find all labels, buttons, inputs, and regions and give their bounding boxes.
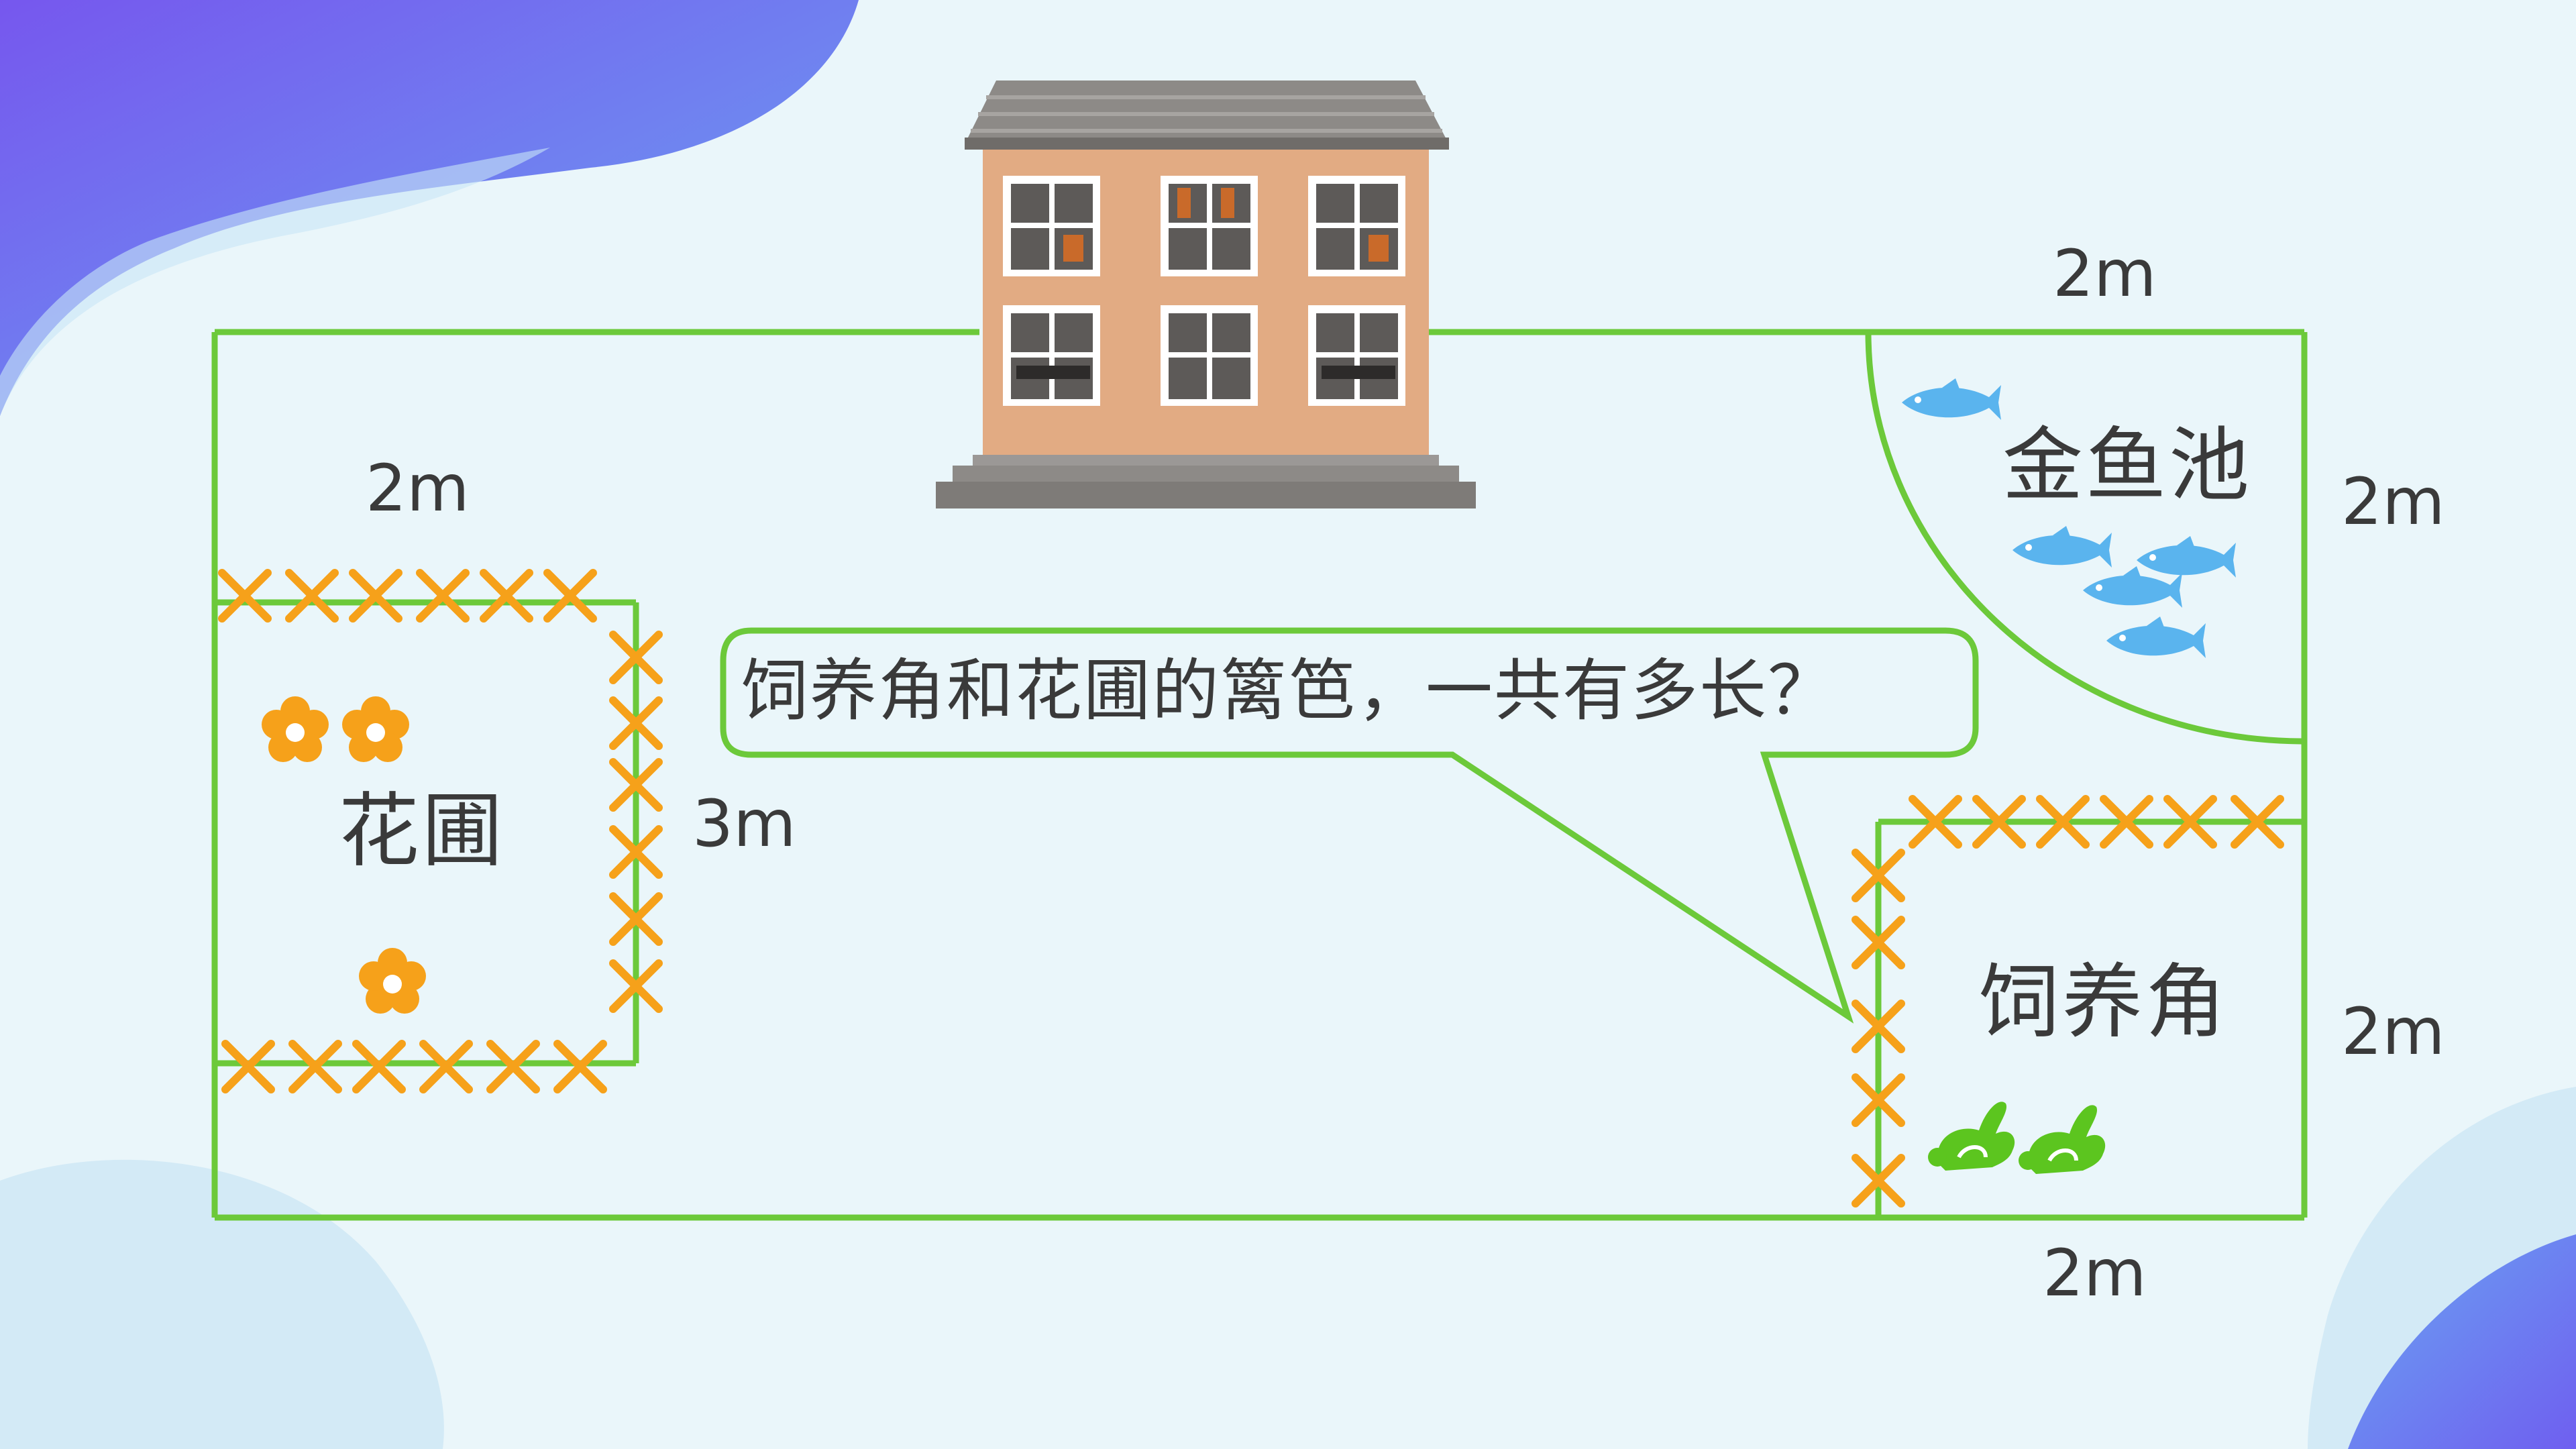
fish-icon [2137,536,2236,578]
corner-blob-top-left-light [0,148,550,416]
zone-label-pond: 金鱼池 [2002,419,2252,513]
dim-garden-height: 3m [692,786,796,861]
fence-cross-icon [423,1044,469,1089]
fence-cross-icon [225,1044,271,1089]
corner-blob-top-left [0,0,859,416]
dim-garden-top: 2m [366,451,470,526]
flower-icon [359,948,426,1014]
school-building-icon [936,80,1476,508]
fence-cross-icon [547,573,593,619]
fence-cross-icon [420,573,466,619]
yard-outline [211,329,2308,1221]
rabbit-icon [1928,1102,2015,1171]
fence-cross-icon [289,573,335,619]
flower-icon [342,696,409,762]
fence-cross-icon [222,573,268,619]
fence-cross-icon [356,1044,402,1089]
dim-feeding-width: 2m [2043,1236,2147,1311]
corner-blob-bottom-left [0,1159,444,1449]
fence-cross-icon [490,1044,536,1089]
pond-arc [1865,331,2305,745]
corner-blob-bottom-right-dark [2348,1234,2576,1449]
dim-pond-height: 2m [2341,464,2445,539]
fish-icon [2012,526,2112,568]
fence-cross-icon [484,573,529,619]
fish-icon [1902,378,2001,420]
question-text: 饲养角和花圃的篱笆，一共有多长？ [741,651,1836,730]
rabbit-icon [2019,1105,2105,1174]
fence-cross-icon [353,573,398,619]
fence-cross-icon [557,1044,603,1089]
fence-cross-icon [292,1044,338,1089]
zone-label-feeding: 饲养角 [1979,956,2229,1049]
feeding-rabbits [1928,1102,2105,1174]
question-bubble [720,627,1979,1024]
dim-pond-width: 2m [2053,236,2157,311]
flower-icon [262,696,329,762]
dim-feeding-height: 2m [2341,994,2445,1069]
zone-label-garden: 花圃 [339,785,505,878]
fish-icon [2106,616,2206,658]
